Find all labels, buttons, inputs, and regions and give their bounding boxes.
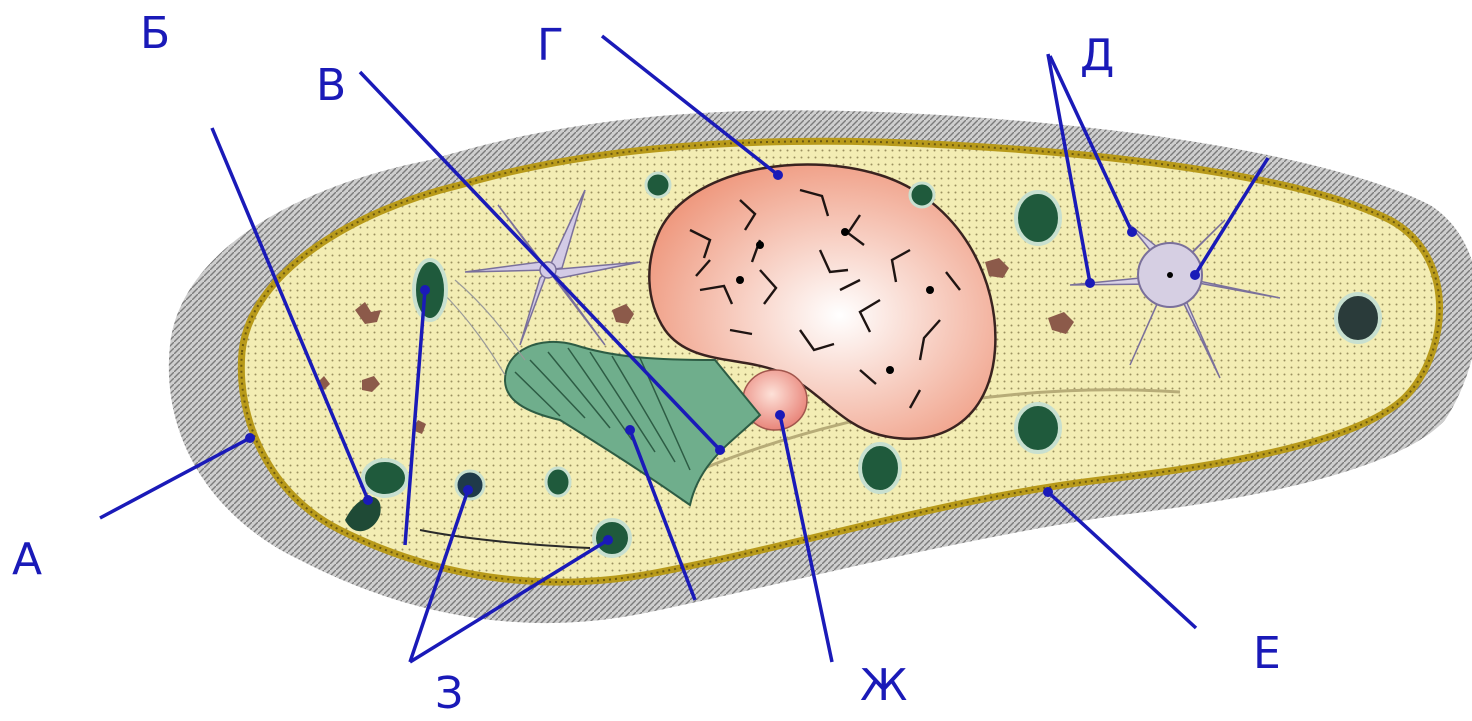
label-z: З bbox=[435, 672, 463, 716]
label-e: Е bbox=[1253, 632, 1281, 676]
label-d: Д bbox=[1080, 34, 1114, 78]
label-b: Б bbox=[140, 12, 170, 56]
label-v: В bbox=[316, 64, 346, 108]
label-g: Г bbox=[537, 24, 564, 68]
label-zh: Ж bbox=[860, 664, 907, 708]
label-a: А bbox=[12, 538, 42, 582]
